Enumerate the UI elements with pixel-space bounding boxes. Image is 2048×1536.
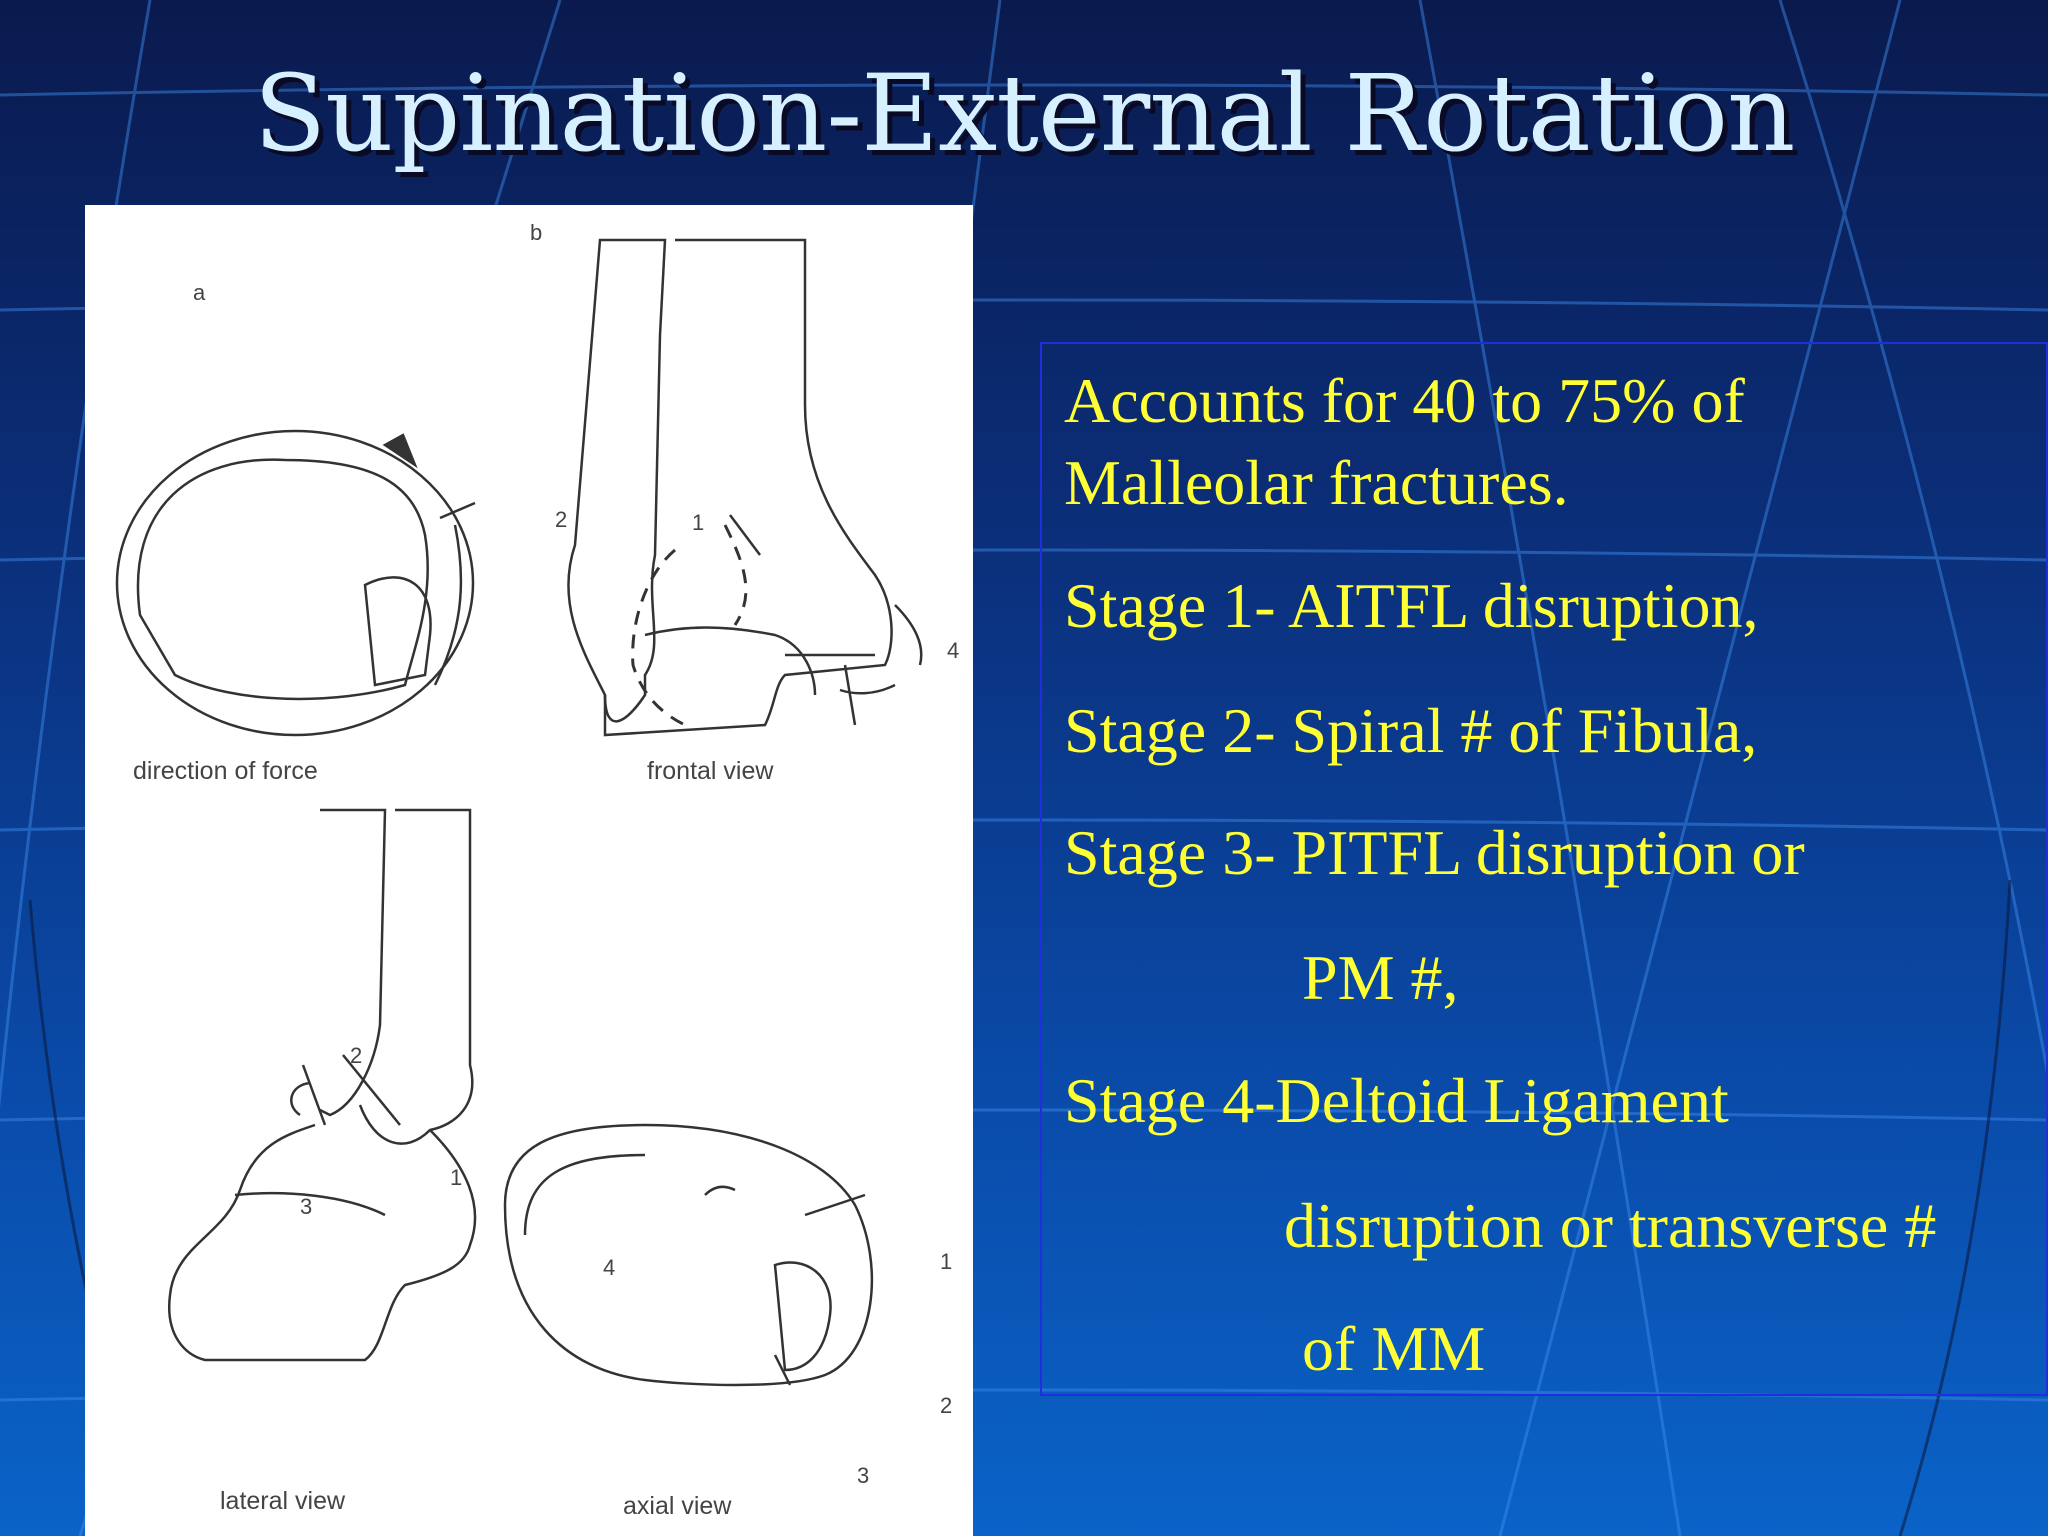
lateral-label-1: 1 (450, 1165, 462, 1190)
direction-of-force-drawing (115, 429, 476, 737)
ankle-fracture-illustration: a b direction of force frontal view late… (85, 205, 973, 1536)
axial-label-4: 4 (603, 1255, 615, 1280)
text-line-accounts: Accounts for 40 to 75% of (1064, 365, 1745, 436)
text-line-stage-4-cont: disruption or transverse # (1284, 1190, 1937, 1261)
slide-title: Supination-External Rotation (253, 52, 1796, 175)
text-line-malleolar: Malleolar fractures. (1064, 447, 1569, 518)
lateral-view-drawing (167, 808, 477, 1362)
axial-label-2: 2 (940, 1393, 952, 1418)
text-line-stage-4: Stage 4-Deltoid Ligament (1064, 1065, 1729, 1136)
frontal-label-1: 1 (692, 510, 704, 535)
axial-label-1: 1 (940, 1249, 952, 1274)
lateral-label-2: 2 (350, 1043, 362, 1068)
frontal-label-2: 2 (555, 507, 567, 532)
lateral-label-3: 3 (300, 1194, 312, 1219)
frontal-label-4: 4 (947, 638, 959, 663)
text-line-stage-4-end: of MM (1302, 1313, 1486, 1384)
axial-label-3: 3 (857, 1463, 869, 1488)
text-line-stage-3-cont: PM #, (1302, 942, 1459, 1013)
caption-frontal-view: frontal view (647, 757, 774, 785)
caption-direction-of-force: direction of force (133, 757, 318, 785)
text-line-stage-1: Stage 1- AITFL disruption, (1064, 570, 1759, 641)
frontal-view-drawing (567, 238, 923, 737)
panel-label-b: b (530, 220, 542, 245)
caption-lateral-view: lateral view (220, 1487, 346, 1515)
caption-axial-view: axial view (623, 1492, 732, 1520)
panel-label-a: a (193, 280, 206, 305)
text-line-stage-2: Stage 2- Spiral # of Fibula, (1064, 695, 1758, 766)
fracture-stages-textbox: Accounts for 40 to 75% of Malleolar frac… (1040, 342, 2048, 1396)
text-line-stage-3: Stage 3- PITFL disruption or (1064, 817, 1805, 888)
axial-view-drawing (503, 1123, 874, 1387)
